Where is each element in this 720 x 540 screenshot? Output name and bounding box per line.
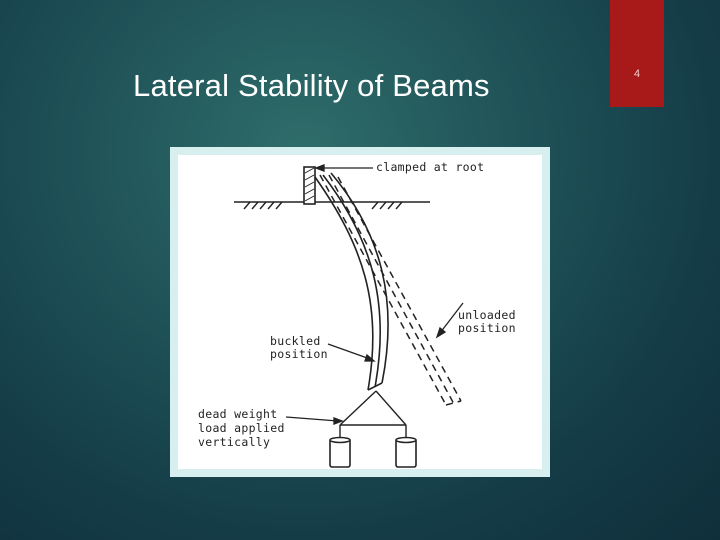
figure-frame: clamped at root unloaded position buckle… <box>170 147 550 477</box>
buckled-arrow <box>327 343 376 362</box>
label-unloaded-line1: unloaded <box>458 308 516 322</box>
label-unloaded-line2: position <box>458 321 516 335</box>
dead-weight-arrow <box>285 416 344 425</box>
label-dead-weight-line2: load applied <box>198 421 285 435</box>
unloaded-beam <box>319 174 462 406</box>
diagram-drawing <box>234 164 464 468</box>
label-buckled-line1: buckled <box>270 334 321 348</box>
label-buckled-line2: position <box>270 347 328 361</box>
beam-buckling-diagram: clamped at root unloaded position buckle… <box>178 155 542 469</box>
label-clamped-at-root: clamped at root <box>376 160 485 174</box>
label-dead-weight-line1: dead weight <box>198 407 278 421</box>
label-dead-weight-line3: vertically <box>198 435 271 449</box>
buckled-beam <box>314 172 389 391</box>
clamp-block <box>303 166 316 205</box>
clamp-arrow <box>314 164 373 172</box>
dead-weight-right <box>395 436 417 468</box>
slide-title: Lateral Stability of Beams <box>133 68 490 103</box>
page-number-tab: 4 <box>610 0 664 107</box>
load-hanger <box>339 390 407 439</box>
page-number: 4 <box>633 68 641 80</box>
dead-weight-left <box>329 436 351 468</box>
unloaded-arrow <box>435 302 464 339</box>
